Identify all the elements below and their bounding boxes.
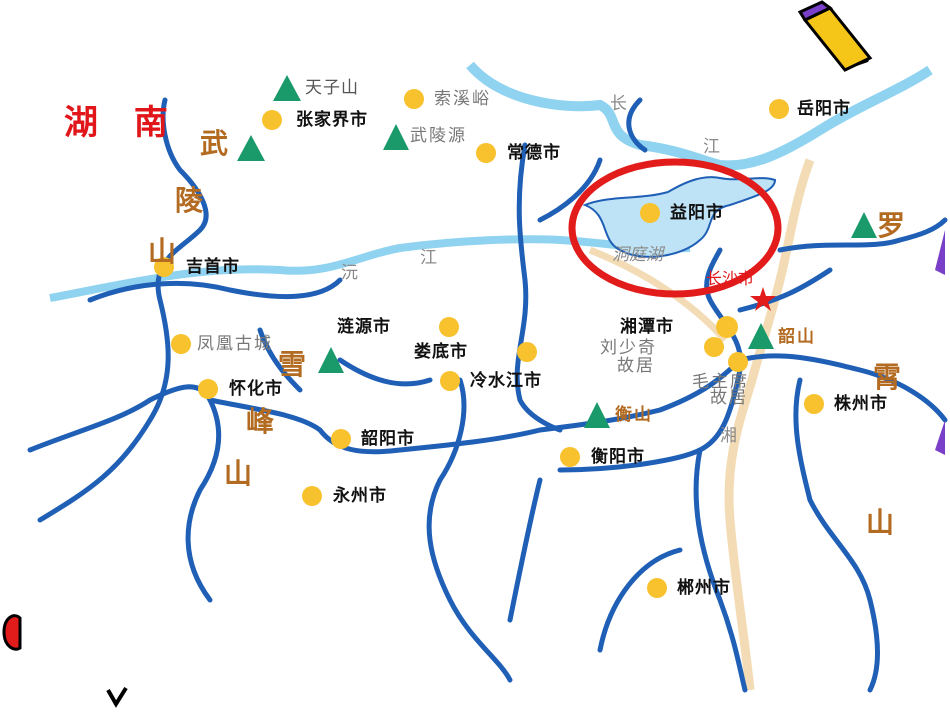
city-dot-icon: [439, 317, 459, 337]
city-dot-icon: [404, 89, 424, 109]
city-dot-icon: [302, 486, 322, 506]
scenic-label-suoxiyu: 索溪峪: [434, 89, 491, 109]
river-label-yuan: 沅: [341, 263, 358, 283]
river-label-jiang: 江: [703, 137, 720, 157]
province-label: 湖 南: [64, 103, 180, 143]
city-label-xiangtan: 湘潭市: [620, 317, 674, 337]
city-label-yongzhou: 永州市: [333, 486, 387, 506]
city-dot-icon: [262, 110, 282, 130]
river-label-yuanjiang: 江: [420, 248, 437, 268]
city-label-shaoyang: 韶阳市: [361, 429, 415, 449]
scenic-label-wulingyuan: 武陵源: [410, 126, 467, 146]
city-dot-icon: [198, 379, 218, 399]
river-label-xiang: 湘: [720, 426, 737, 446]
city-label-chenzhou: 郴州市: [677, 578, 731, 598]
city-dot-icon: [154, 257, 174, 277]
city-label-lianyuan: 涟源市: [337, 317, 391, 337]
edge-decoration: [935, 230, 945, 275]
city-label-hengyang: 衡阳市: [591, 447, 645, 467]
scenic-label-liushaoqi-2: 故居: [617, 356, 655, 376]
range-label-wuling-2: 陵: [175, 184, 204, 217]
city-dot-icon: [517, 342, 537, 362]
city-dot-icon: [769, 99, 789, 119]
range-label-luoxiao-2: 霄: [873, 361, 902, 394]
scenic-label-liushaoqi-1: 刘少奇: [600, 338, 657, 358]
city-label-jishou: 吉首市: [186, 257, 240, 277]
city-label-changsha: 长沙市: [706, 269, 755, 288]
city-label-yueyang: 岳阳市: [797, 99, 851, 119]
range-label-luoxiao-1: 罗: [877, 209, 906, 242]
city-label-zhuzhou: 株州市: [834, 394, 888, 414]
city-label-yiyang: 益阳市: [670, 203, 724, 223]
red-arrow-icon: [2, 614, 22, 651]
pencil-icon: [797, 0, 873, 72]
scenic-label-shaoshan: 韶山: [778, 327, 816, 347]
mountain-icon: [584, 402, 610, 428]
railway-west: [588, 246, 728, 343]
city-label-changde: 常德市: [507, 143, 561, 163]
edge-decoration: [106, 686, 128, 708]
city-dot-icon: [647, 578, 667, 598]
range-label-wuling-3: 山: [148, 235, 177, 268]
city-dot-icon: [704, 337, 724, 357]
range-label-wuling-1: 武: [200, 127, 229, 160]
river-network: [27, 97, 948, 693]
city-dot-icon: [331, 429, 351, 449]
range-label-xuefeng-2: 峰: [246, 405, 275, 438]
city-dot-icon: [640, 203, 660, 223]
edge-decoration: [935, 420, 945, 455]
capital-star-icon: [750, 287, 776, 311]
mountain-icon: [383, 124, 409, 150]
mountain-icon: [237, 135, 265, 161]
city-dot-icon: [728, 352, 748, 372]
city-dot-icon: [440, 371, 460, 391]
city-label-huaihua: 怀化市: [229, 379, 283, 399]
yuan-river-light: [49, 235, 691, 302]
highlight-circle: [568, 158, 782, 298]
mountain-icon: [851, 212, 877, 238]
scenic-label-fenghuang: 凤凰古城: [197, 334, 273, 354]
scenic-label-tianzishan: 天子山: [305, 78, 359, 98]
city-label-lengshuijiang: 冷水江市: [470, 371, 542, 391]
scenic-label-maozhuxi-1: 毛主席: [692, 372, 749, 392]
scenic-label-maozhuxi-2: 故居: [710, 388, 748, 408]
dongting-lake: [582, 176, 777, 258]
range-label-xuefeng-1: 雪: [278, 348, 307, 381]
yangtze-river: [466, 61, 933, 171]
city-dots: [154, 89, 824, 598]
mountain-icon: [273, 75, 301, 101]
mountain-markers: [237, 75, 877, 428]
lake-label-dongting: 洞庭湖: [612, 245, 663, 265]
city-dot-icon: [476, 143, 496, 163]
mountain-icon: [748, 323, 774, 349]
city-dot-icon: [804, 394, 824, 414]
range-label-luoxiao-3: 山: [866, 506, 895, 539]
city-dot-icon: [171, 334, 191, 354]
range-label-xuefeng-3: 山: [224, 457, 253, 490]
scenic-label-hengshan: 衡山: [615, 405, 653, 425]
city-label-zhangjiajie: 张家界市: [296, 110, 368, 130]
city-label-loudi: 娄底市: [414, 342, 468, 362]
city-dot-icon: [716, 316, 738, 338]
city-dot-icon: [560, 447, 580, 467]
mountain-icon: [318, 347, 344, 373]
river-label-chang: 长: [610, 94, 627, 114]
